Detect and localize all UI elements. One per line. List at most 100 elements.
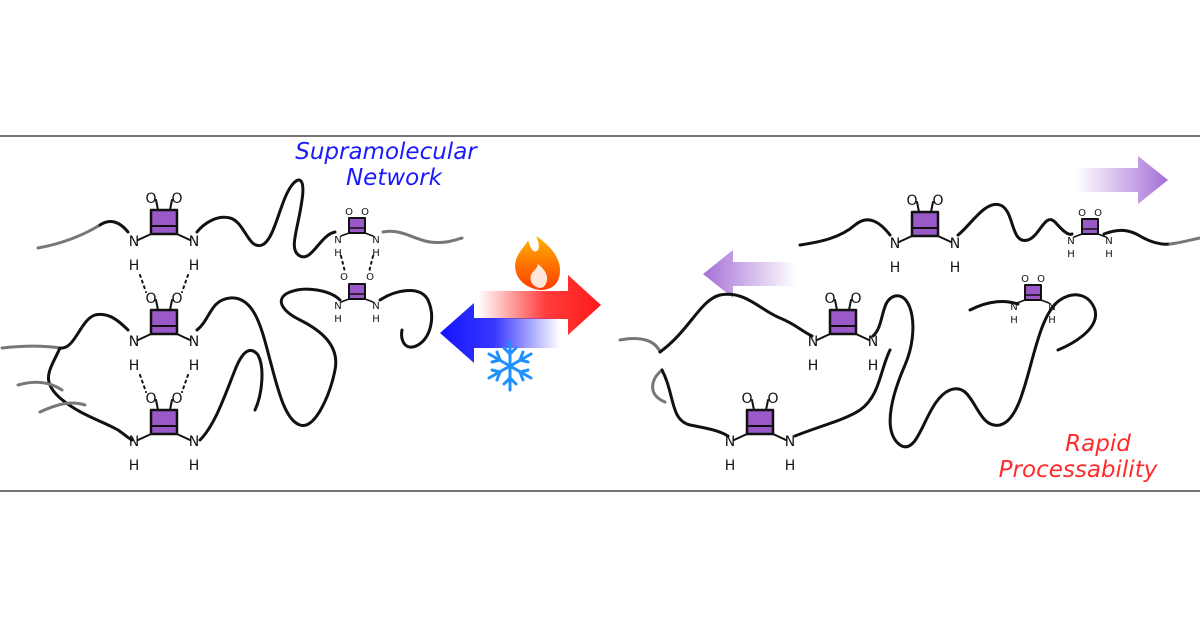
svg-text:O: O — [361, 207, 369, 218]
svg-text:N: N — [334, 301, 341, 312]
svg-text:O: O — [1078, 208, 1086, 219]
polymer-chain — [98, 178, 337, 259]
svg-text:O: O — [171, 291, 182, 307]
svg-text:H: H — [334, 248, 342, 259]
svg-text:O: O — [340, 272, 348, 283]
svg-text:N: N — [189, 434, 199, 450]
svg-text:N: N — [129, 334, 139, 350]
polymer-chain — [968, 300, 1020, 312]
squaramide-unit — [733, 399, 787, 441]
svg-text:O: O — [171, 191, 182, 207]
svg-text:H: H — [1048, 315, 1056, 326]
cool-arrow — [440, 303, 560, 363]
svg-text:N: N — [372, 235, 379, 246]
processability-label-line1: Rapid — [1065, 431, 1131, 457]
polymer-chain — [16, 380, 64, 392]
svg-text:O: O — [171, 391, 182, 407]
svg-text:O: O — [366, 272, 374, 283]
squaramide-unit — [137, 399, 191, 441]
svg-text:N: N — [334, 235, 341, 246]
svg-text:H: H — [189, 458, 200, 474]
svg-text:N: N — [129, 434, 139, 450]
svg-text:O: O — [145, 191, 156, 207]
polymer-chain — [1168, 236, 1200, 246]
polymer-chain — [618, 337, 662, 354]
svg-text:O: O — [824, 291, 835, 307]
svg-text:H: H — [129, 458, 140, 474]
polymer-chain — [46, 346, 134, 442]
svg-text:H: H — [1105, 249, 1113, 260]
squaramide-unit — [137, 199, 191, 241]
atom-labels: O O N N H H O O N N H H O O N N H H — [129, 191, 200, 474]
polymer-chain — [36, 223, 102, 250]
svg-text:H: H — [372, 314, 380, 325]
svg-text:N: N — [950, 236, 960, 252]
svg-text:N: N — [785, 434, 795, 450]
svg-text:N: N — [1067, 236, 1074, 247]
svg-text:N: N — [1010, 302, 1017, 313]
squaramide-unit — [1073, 218, 1107, 238]
squaramide-unit — [340, 283, 374, 303]
svg-text:N: N — [808, 334, 818, 350]
stimulus-arrows — [440, 236, 601, 392]
svg-text:H: H — [890, 260, 901, 276]
snowflake-icon — [487, 340, 533, 392]
polymer-chain — [378, 289, 434, 349]
svg-text:H: H — [808, 358, 819, 374]
svg-text:O: O — [145, 291, 156, 307]
svg-text:H: H — [189, 358, 200, 374]
svg-text:H: H — [129, 258, 140, 274]
hydrogen-bonds — [139, 255, 374, 393]
svg-text:H: H — [1010, 315, 1018, 326]
polymer-chain — [198, 349, 264, 442]
squaramide-unit — [816, 299, 870, 341]
atom-labels-small: O O N N H H O O N N H H — [334, 207, 380, 325]
flame-icon — [515, 236, 560, 290]
svg-text:N: N — [189, 334, 199, 350]
flow-arrow-right — [1076, 156, 1168, 204]
svg-text:O: O — [741, 391, 752, 407]
svg-text:N: N — [1048, 302, 1055, 313]
svg-text:H: H — [334, 314, 342, 325]
svg-text:N: N — [725, 434, 735, 450]
svg-text:N: N — [890, 236, 900, 252]
polymer-chain — [798, 202, 1172, 247]
svg-text:H: H — [725, 458, 736, 474]
svg-text:N: N — [372, 301, 379, 312]
svg-text:N: N — [868, 334, 878, 350]
svg-text:O: O — [145, 391, 156, 407]
svg-text:N: N — [1105, 236, 1112, 247]
squaramide-unit — [137, 299, 191, 341]
svg-text:H: H — [868, 358, 879, 374]
network-label-line2: Network — [345, 165, 443, 191]
svg-text:N: N — [189, 234, 199, 250]
svg-text:O: O — [906, 193, 917, 209]
squaramide-unit — [340, 217, 374, 237]
network-panel: O O N N H H O O N N H H O O N N H H O O … — [0, 178, 464, 474]
polymer-chain — [0, 344, 62, 350]
processability-label: Rapid Processability — [968, 431, 1188, 483]
svg-text:H: H — [785, 458, 796, 474]
heat-arrow — [478, 275, 601, 335]
network-label-line1: Supramolecular — [295, 139, 477, 165]
svg-text:O: O — [850, 291, 861, 307]
squaramide-unit — [898, 201, 952, 243]
flow-arrow-left — [703, 250, 796, 298]
polymer-chain — [660, 348, 892, 438]
processability-label-line2: Processability — [998, 457, 1158, 483]
processing-panel: O O N N H H O O N N H H O O N N H H O O … — [618, 156, 1200, 474]
network-label: Supramolecular Network — [266, 139, 506, 191]
atom-labels-small: O O N N H H O O N N H H — [1010, 208, 1113, 326]
svg-text:H: H — [950, 260, 961, 276]
polymer-chain — [381, 229, 464, 244]
svg-text:N: N — [129, 234, 139, 250]
polymer-chain — [58, 287, 342, 427]
svg-text:H: H — [372, 248, 380, 259]
polymer-chain — [651, 368, 667, 404]
svg-text:O: O — [345, 207, 353, 218]
svg-text:O: O — [1037, 274, 1045, 285]
polymer-chain — [658, 292, 1097, 449]
svg-text:O: O — [932, 193, 943, 209]
polymer-chain — [38, 401, 87, 414]
